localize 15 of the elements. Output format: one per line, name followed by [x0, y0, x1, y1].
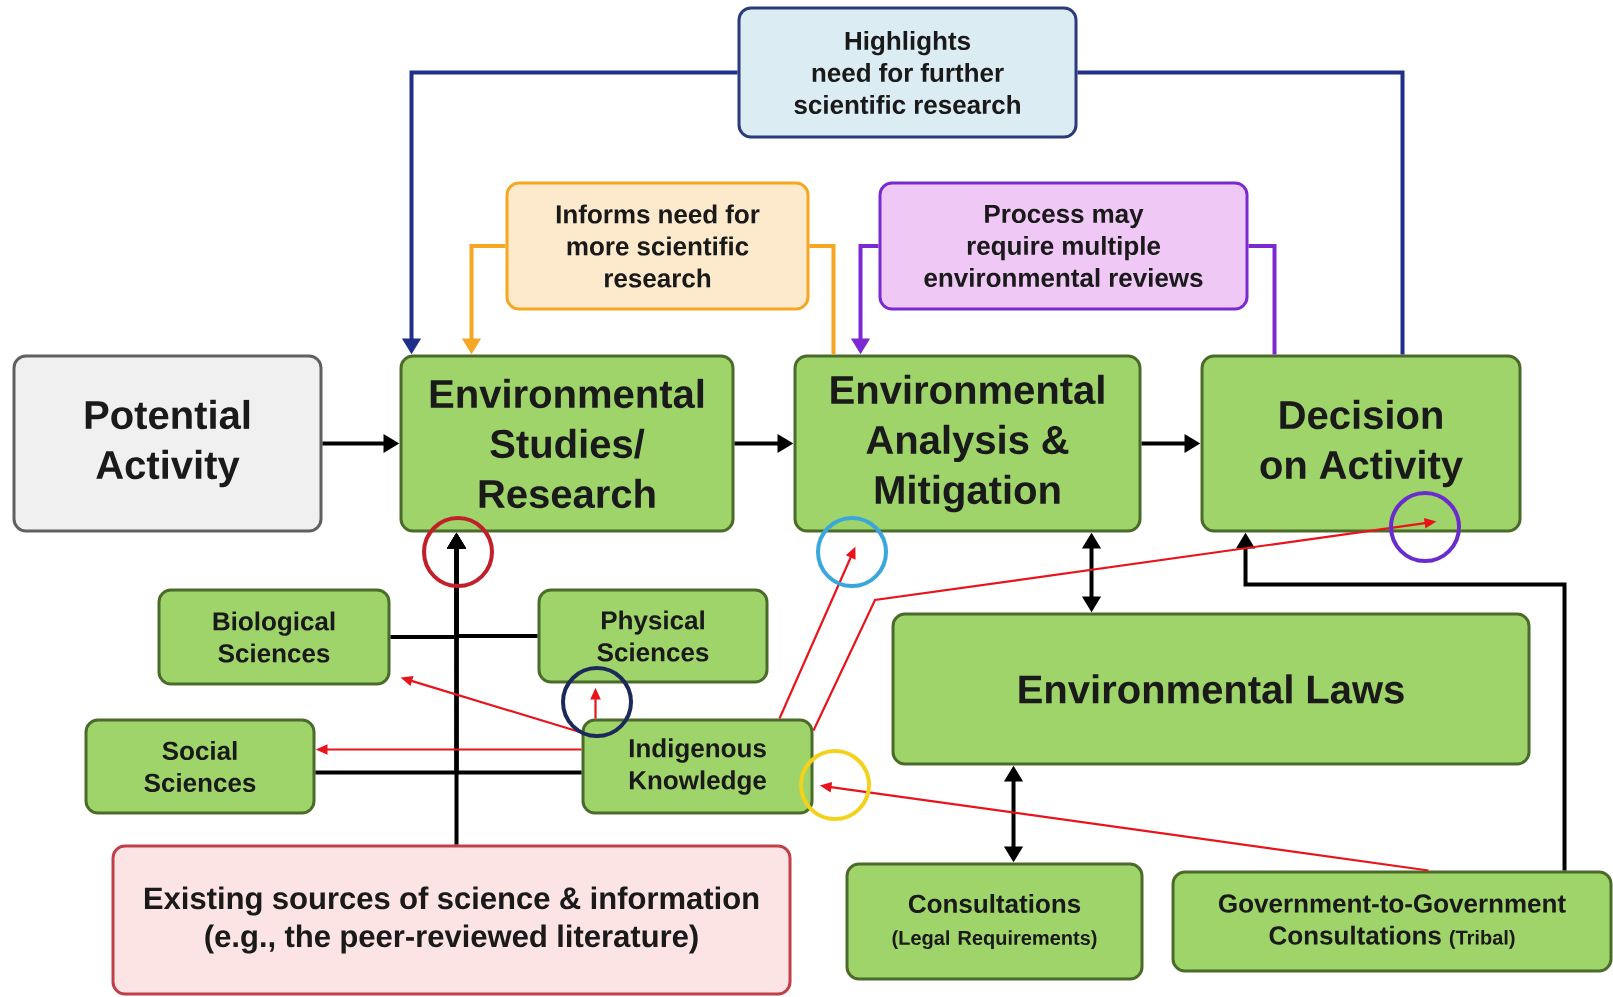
- process-box: Biological Sciences: [157, 588, 391, 686]
- process-box: Government-to-Government Consultations (Tribal): [1171, 870, 1613, 973]
- process-box: Decision on Activity: [1200, 354, 1522, 533]
- process-note-box: Informs need for more scientific research: [505, 181, 810, 311]
- process-box: Social Sciences: [84, 718, 316, 815]
- process-box: Indigenous Knowledge: [581, 718, 814, 815]
- process-box: Environmental Laws: [891, 612, 1531, 766]
- process-note-box: Process may require multiple environmental reviews: [878, 181, 1249, 311]
- process-box: Potential Activity: [12, 354, 323, 533]
- process-box: Physical Sciences: [537, 588, 769, 684]
- source-box: Existing sources of science & information (e.g., the peer-reviewed literature): [111, 844, 792, 996]
- process-box: Consultations (Legal Requirements): [845, 862, 1144, 981]
- process-note-box: Highlights need for further scientific research: [737, 6, 1078, 139]
- process-box: Environmental Studies/ Research: [399, 354, 735, 533]
- process-box: Environmental Analysis & Mitigation: [793, 354, 1142, 533]
